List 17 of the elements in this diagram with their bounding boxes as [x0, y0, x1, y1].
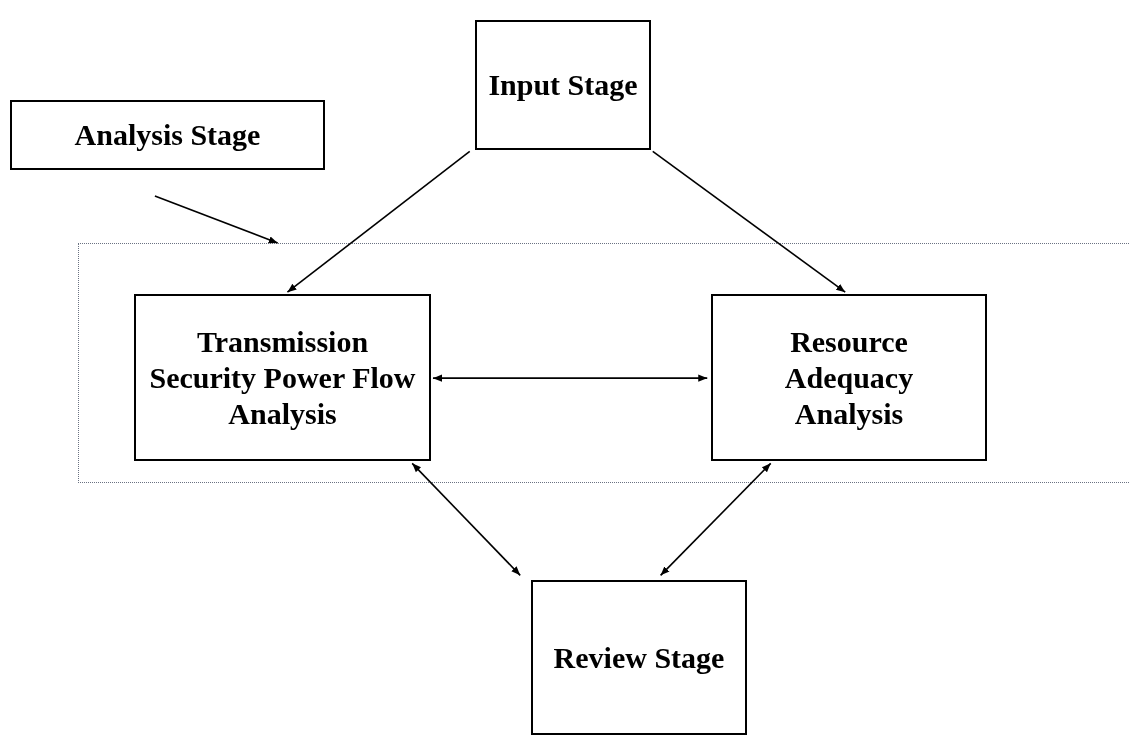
arrow: [651, 150, 847, 293]
process-box: [134, 294, 431, 461]
dotted-group-box: [78, 243, 1129, 483]
node-label: Input Stage: [487, 67, 639, 103]
arrow: [411, 462, 521, 577]
process-box: [10, 100, 325, 170]
arrow: [286, 150, 471, 293]
node-label: Review Stage: [552, 639, 726, 676]
node-label: Transmission Security Power Flow Analysis: [148, 323, 417, 432]
arrow: [659, 462, 772, 577]
process-box: [531, 580, 747, 735]
arrow: [154, 195, 279, 244]
node-label: Resource Adequacy Analysis: [783, 323, 915, 432]
process-box: [475, 20, 651, 150]
node-label: Analysis Stage: [73, 117, 262, 153]
process-box: [711, 294, 987, 461]
arrow: [432, 374, 709, 382]
